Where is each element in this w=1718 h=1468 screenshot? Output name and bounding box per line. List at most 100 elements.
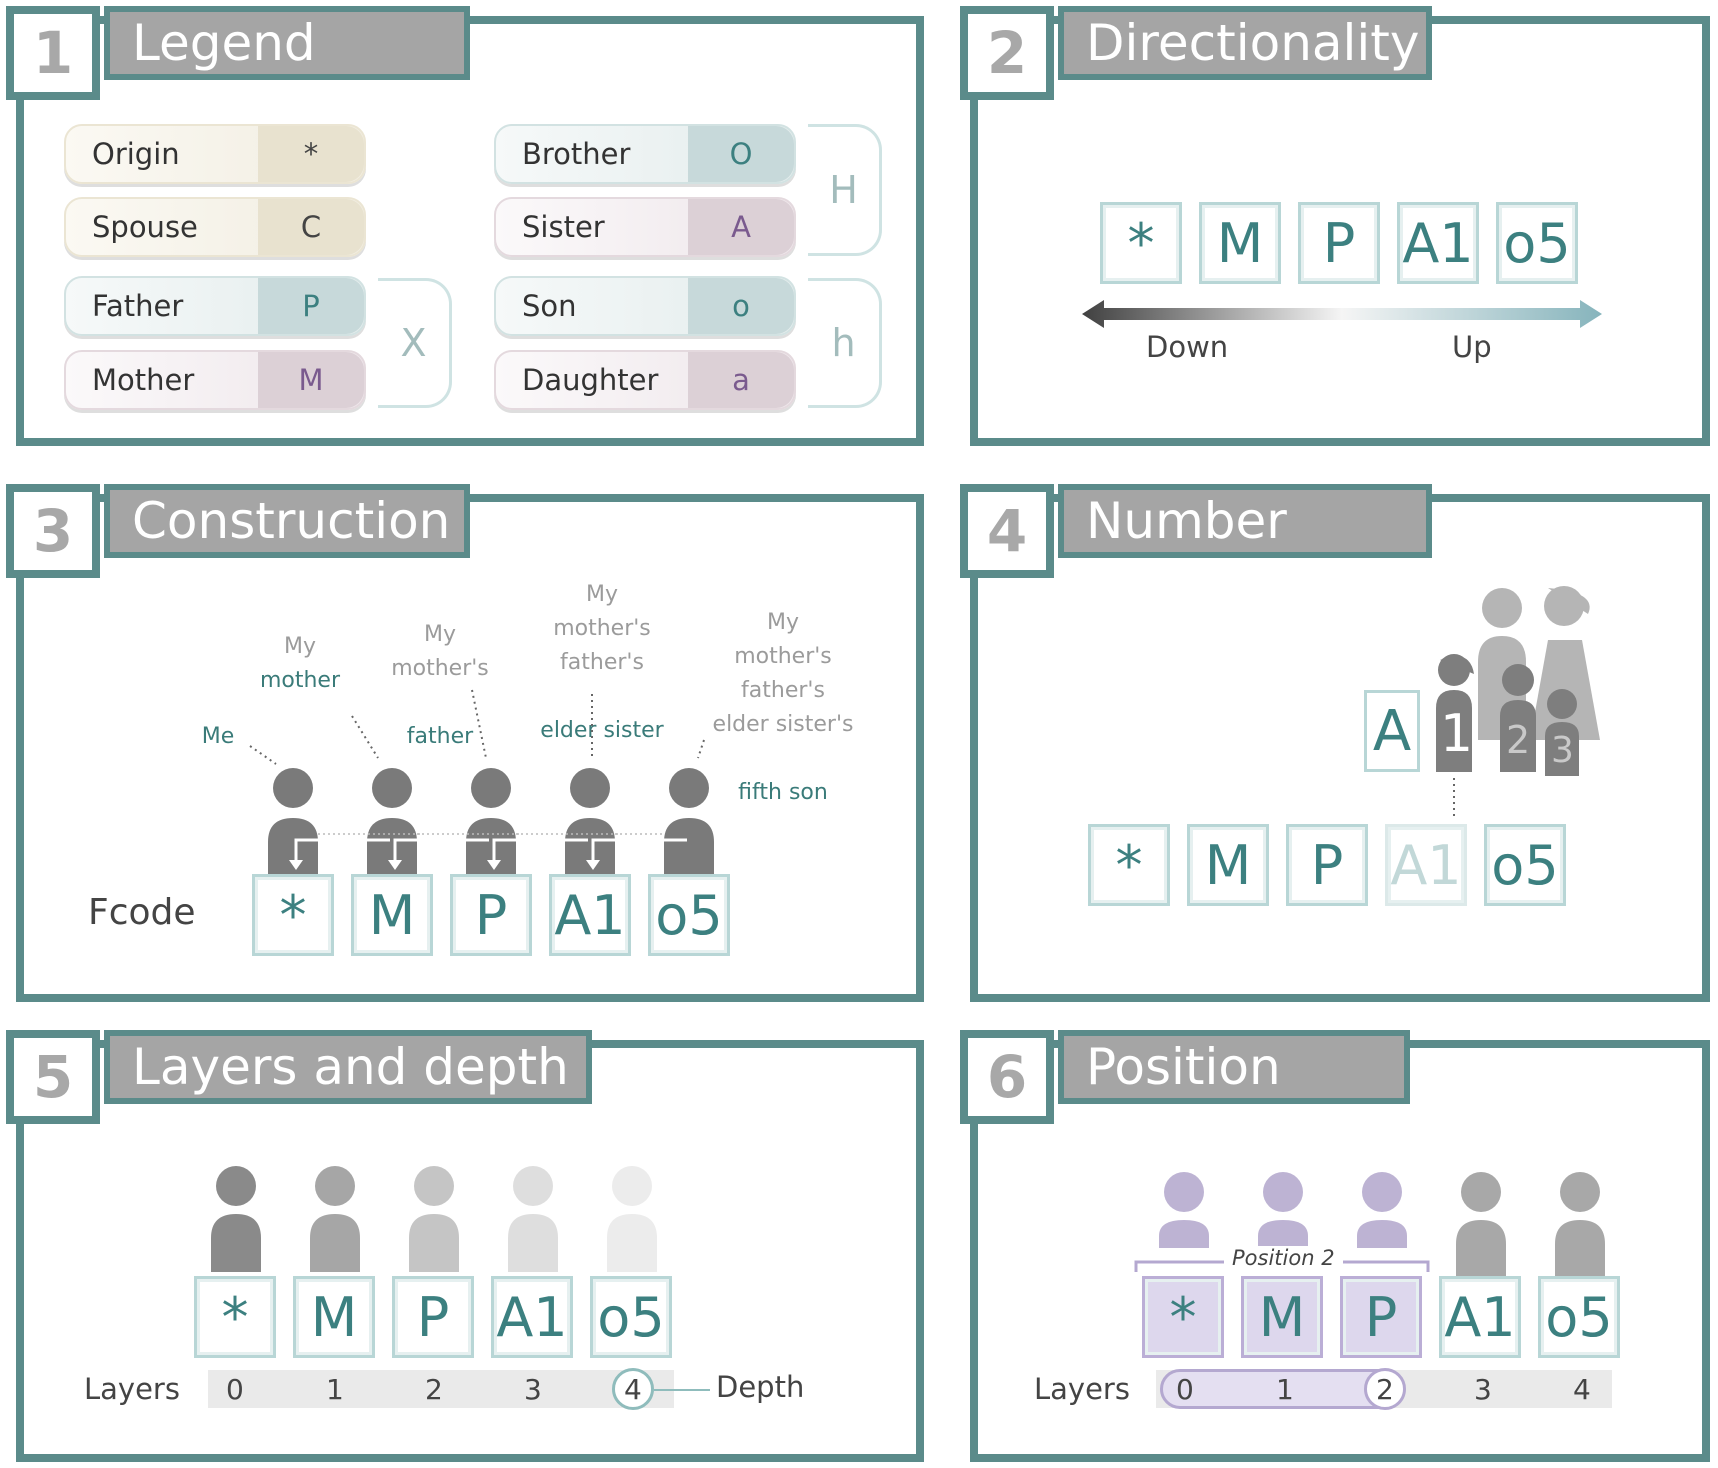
legend-code: C [258,199,364,255]
fcode-tile-selected: * [1142,1276,1224,1358]
construction-connectors [294,838,687,862]
legend-label: Sister [522,210,605,244]
depth-label: Depth [716,1370,805,1404]
layer-value: 4 [1573,1373,1591,1406]
layer-value: 2 [425,1373,443,1406]
person-icon [1159,1172,1209,1248]
caption-highlight: father [406,724,474,749]
person-icon [1436,654,1474,772]
fcode-tile: o5 [590,1276,672,1358]
legend-code: A [688,199,794,255]
legend-father: Father P [64,276,366,336]
legend-spouse: Spouse C [64,197,366,257]
panel-number-badge: 1 [6,6,100,100]
caption-text: My [283,634,316,659]
panel-title: Number [1058,484,1432,558]
person-icon [1357,1172,1407,1248]
fcode-tile: A1 [549,874,631,956]
fcode-tile: P [1286,824,1368,906]
panel-number-badge: 6 [960,1030,1054,1124]
caption-text: My mother's father's [553,582,651,675]
sibling-number-2: 2 [1506,718,1531,762]
layer-value: 3 [524,1373,542,1406]
legend-label: Mother [92,363,195,397]
fcode-tile: o5 [1538,1276,1620,1358]
panel-title: Layers and depth [104,1030,592,1104]
legend-label: Spouse [92,210,198,244]
fcode-tile: * [1088,824,1170,906]
caption-highlight: Me [201,724,235,749]
person-icon [565,768,615,876]
fcode-tile: * [1100,202,1182,284]
panel-title: Construction [104,484,470,558]
legend-origin: Origin * [64,124,366,184]
layer-value: 0 [1176,1373,1194,1406]
person-icon [310,1166,360,1272]
caption-highlight: elder sister [540,718,664,743]
layers-label: Layers [84,1372,180,1406]
fcode-tile: A1 [1397,202,1479,284]
caption-highlight: fifth son [738,780,828,805]
caption-elder-sister: My mother's father's elder sister [520,544,684,748]
fcode-tile: o5 [648,874,730,956]
legend-label: Son [522,289,577,323]
legend-group-children: h [808,278,882,408]
legend-code: P [258,278,364,334]
fcode-tile: M [351,874,433,956]
fcode-tile-selected: P [1340,1276,1422,1358]
person-icon [409,1166,459,1272]
fcode-tile: P [1298,202,1380,284]
panel-number-badge: 2 [960,6,1054,100]
panel-number-badge: 4 [960,484,1054,578]
person-icon [211,1166,261,1272]
caption-text: My mother's father's elder sister's [712,610,854,737]
caption-me: Me [184,720,252,754]
legend-mother: Mother M [64,350,366,410]
person-icon [508,1166,558,1272]
panel-number-badge: 5 [6,1030,100,1124]
person-icon [466,768,516,876]
fcode-tile: o5 [1484,824,1566,906]
layer-value: 4 [624,1373,642,1406]
direction-up-label: Up [1452,330,1492,364]
person-icon [1555,1172,1605,1276]
panel-number [970,494,1710,1002]
layer-value: 1 [1276,1373,1294,1406]
fcode-tile: M [293,1276,375,1358]
panel-title: Position [1058,1030,1410,1104]
legend-code: a [688,352,794,408]
caption-father: My mother's father [370,584,510,754]
position-range-highlight [1160,1369,1400,1409]
legend-brother: Brother O [494,124,796,184]
layer-value: 0 [226,1373,244,1406]
person-icon [664,768,714,876]
caption-mother: My mother [240,630,360,698]
fcode-tile: P [450,874,532,956]
fcode-tile-selected: M [1241,1276,1323,1358]
sibling-number-1: 1 [1440,704,1474,764]
legend-group-parents: X [378,278,452,408]
caption-highlight: mother [259,668,341,693]
layers-track [208,1370,674,1408]
direction-arrow [1082,300,1602,328]
legend-code: * [258,126,364,182]
legend-group-siblings: H [808,124,882,256]
legend-code: o [688,278,794,334]
legend-label: Origin [92,137,180,171]
person-icon [1258,1172,1308,1248]
legend-code: O [688,126,794,182]
layer-value: 2 [1376,1373,1394,1406]
position-label: Position 2 [1224,1246,1343,1270]
legend-daughter: Daughter a [494,350,796,410]
fcode-tile: P [392,1276,474,1358]
legend-sister: Sister A [494,197,796,257]
fcode-tile: A1 [1439,1276,1521,1358]
person-icon [268,768,318,876]
person-icon [1456,1172,1506,1276]
depth-marker [612,1368,654,1410]
legend-son: Son o [494,276,796,336]
legend-code: M [258,352,364,408]
